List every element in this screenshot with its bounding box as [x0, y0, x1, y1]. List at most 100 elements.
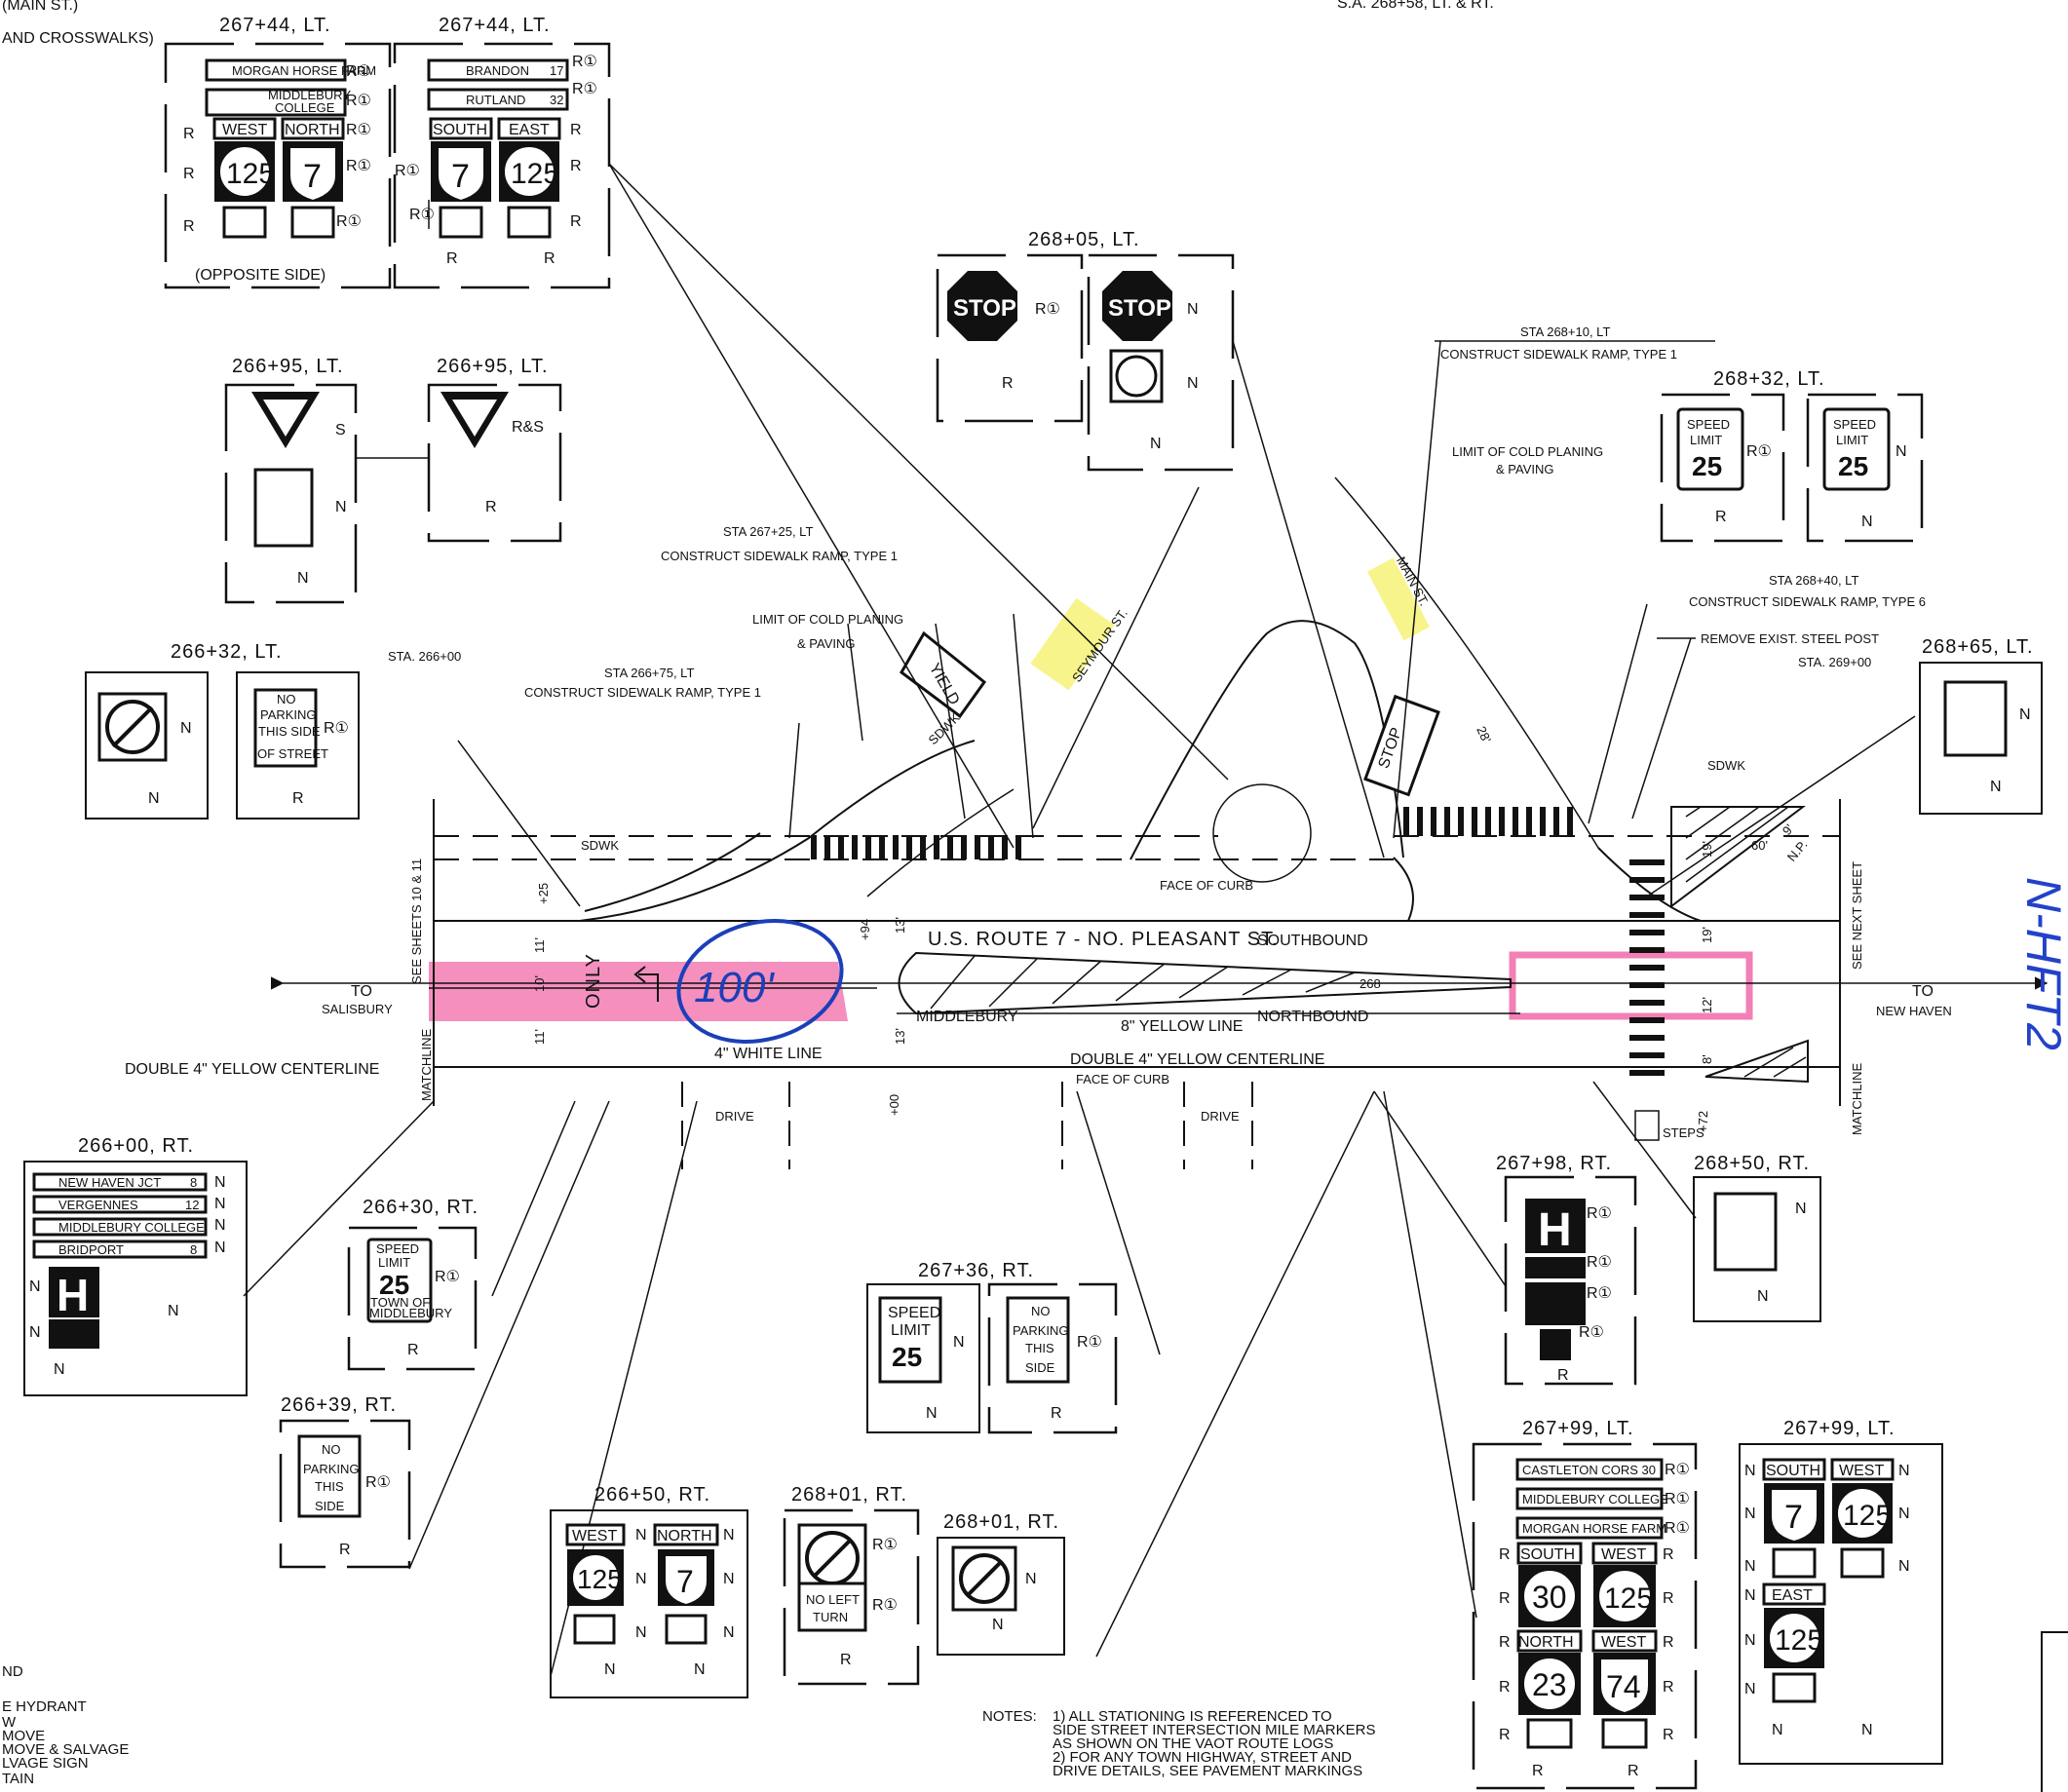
route-shield-number: 74	[1606, 1669, 1641, 1704]
route-shield-number: 125	[226, 158, 275, 190]
legend-item: MOVE & SALVAGE	[2, 1741, 129, 1758]
sign-code: R	[1499, 1590, 1511, 1607]
sign-code: R①	[1746, 443, 1772, 460]
speed-sign-text: SPEED	[888, 1305, 940, 1321]
lane-width: 13'	[893, 917, 907, 934]
sign-code: N	[148, 790, 160, 807]
speed-sign-text: MIDDLEBURY	[369, 1306, 452, 1320]
see-next-sheet: SEE NEXT SHEET	[1850, 861, 1864, 970]
sign-code: N	[1744, 1463, 1756, 1479]
parking-sign-text: THIS	[315, 1479, 344, 1494]
legend: ND E HYDRANT W MOVE MOVE & SALVAGE LVAGE…	[2, 1663, 129, 1787]
sign-code: R	[1663, 1634, 1674, 1651]
sign-code: R①	[395, 163, 420, 179]
adjacent-frame	[2041, 1631, 2068, 1792]
parking-sign-text: PARKING	[303, 1462, 360, 1476]
sign-code: N	[214, 1196, 226, 1212]
parking-sign-text: PARKING	[260, 707, 317, 722]
station-label: 268+01, RT.	[791, 1484, 907, 1506]
corner-text: S.A. 268+58, LT. & RT.	[1337, 0, 1494, 12]
sign-code: N	[1896, 443, 1907, 460]
lane-width: 12'	[1700, 997, 1714, 1013]
sign-code: R①	[1587, 1254, 1612, 1271]
face-of-curb: FACE OF CURB	[1160, 878, 1253, 893]
route-marker-text: NORTH	[285, 122, 340, 138]
sign-code: R①	[572, 54, 597, 70]
sign-code: R	[183, 166, 195, 182]
sign-code: R	[1499, 1634, 1511, 1651]
callout-text: & PAVING	[797, 636, 855, 651]
sign-code: N	[1990, 779, 2002, 795]
speed-sign-text: SPEED	[376, 1241, 419, 1256]
station-label: 268+01, RT.	[943, 1511, 1059, 1533]
guide-sign-text: 8	[190, 1175, 197, 1190]
sign-code: R	[183, 218, 195, 235]
callout-text: STA 267+25, LT	[723, 524, 813, 539]
sign-group-267-44-lt-a: 267+44, LT. MORGAN HORSE FARM MIDDLEBURY…	[164, 15, 392, 289]
guide-sign-text: NEW HAVEN JCT	[58, 1175, 161, 1190]
sign-group-267-98-rt: 267+98, RT. H R① R① R① R① R	[1496, 1153, 1637, 1386]
callout-text: REMOVE EXIST. STEEL POST	[1701, 631, 1879, 646]
sign-code: R	[183, 126, 195, 142]
route-shield-number: 125	[511, 158, 559, 190]
station-tick: +25	[536, 883, 551, 904]
sign-code: R①	[1579, 1324, 1604, 1341]
sign-code: R①	[409, 207, 435, 223]
middlebury-label: MIDDLEBURY	[916, 1009, 1018, 1025]
sign-code: R	[1557, 1367, 1569, 1384]
guide-sign-text: MIDDLEBURY	[268, 88, 351, 102]
sign-code: R	[570, 122, 582, 138]
speed-sign-text: LIMIT	[891, 1322, 931, 1339]
sign-code: N	[180, 720, 192, 737]
double-yellow-mid: DOUBLE 4" YELLOW CENTERLINE	[1070, 1051, 1324, 1068]
sign-code: R	[1663, 1727, 1674, 1743]
sign-code: N	[1744, 1587, 1756, 1604]
route-marker-text: EAST	[1772, 1587, 1813, 1604]
speed-value: 25	[1692, 451, 1722, 481]
parking-sign-text: PARKING	[1013, 1323, 1069, 1338]
sign-group-268-05-lt: 268+05, LT. STOP STOP R① R N N N	[936, 229, 1235, 472]
sign-code: N	[1898, 1506, 1910, 1522]
station-label: 266+39, RT.	[281, 1394, 397, 1416]
lane-width: 13'	[893, 1028, 907, 1045]
only-marking: ONLY	[583, 953, 604, 1009]
station-label: 268+65, LT.	[1922, 636, 2034, 658]
station-label: 266+95, LT.	[437, 356, 549, 377]
dimension: 28'	[1474, 724, 1494, 745]
sign-code: N	[926, 1405, 938, 1422]
sign-group-267-99-lt-b: 267+99, LT. SOUTH WEST 7 125 EAST 125 N …	[1739, 1418, 1943, 1765]
station-tick: +00	[887, 1094, 901, 1116]
station-label: 266+30, RT.	[363, 1197, 479, 1218]
sign-code: R	[570, 213, 582, 230]
no-left-turn-text: TURN	[813, 1610, 848, 1624]
sign-group-268-32-lt: 268+32, LT. SPEED LIMIT 25 SPEED LIMIT 2…	[1660, 368, 1924, 543]
sdwk-label: SDWK	[581, 838, 619, 853]
route-shield-number: 7	[1784, 1499, 1803, 1536]
legend-item: W	[2, 1714, 17, 1731]
note-line: AS SHOWN ON THE VAOT ROUTE LOGS	[1053, 1735, 1333, 1752]
sign-code: N	[1898, 1558, 1910, 1575]
legend-item: TAIN	[2, 1771, 34, 1787]
sign-code: R①	[1035, 301, 1060, 318]
sign-group-266-32-lt: 266+32, LT. NO PARKING THIS SIDE OF STRE…	[85, 641, 360, 820]
sign-code: N	[1150, 436, 1162, 452]
to-new-haven: NEW HAVEN	[1876, 1004, 1952, 1018]
callout-text: CONSTRUCT SIDEWALK RAMP, TYPE 1	[661, 549, 898, 563]
station-tick: +72	[1696, 1111, 1710, 1132]
sign-code: R①	[1587, 1285, 1612, 1302]
parking-sign-text: SIDE	[1025, 1360, 1055, 1375]
guide-sign-text: BRANDON	[466, 63, 529, 78]
guide-sign-text: VERGENNES	[58, 1198, 138, 1212]
guide-sign-text: CASTLETON CORS 30	[1522, 1463, 1656, 1477]
sign-group-266-00-rt: 266+00, RT. NEW HAVEN JCT 8 VERGENNES 12…	[23, 1135, 248, 1396]
sign-code: N	[214, 1239, 226, 1256]
route-marker-text: WEST	[1601, 1634, 1646, 1651]
sign-code: R	[446, 250, 458, 267]
southbound-label: SOUTHBOUND	[1257, 933, 1368, 949]
sign-group-268-50-rt: 268+50, RT. N N	[1693, 1153, 1821, 1322]
handwriting-note: N-HFT2	[2016, 877, 2068, 1050]
sign-group-266-30-rt: 266+30, RT. SPEED LIMIT 25 TOWN OF MIDDL…	[347, 1197, 479, 1371]
notes-header: NOTES:	[982, 1708, 1037, 1725]
station-tick: +94	[858, 919, 872, 940]
sign-code: R①	[435, 1269, 460, 1285]
